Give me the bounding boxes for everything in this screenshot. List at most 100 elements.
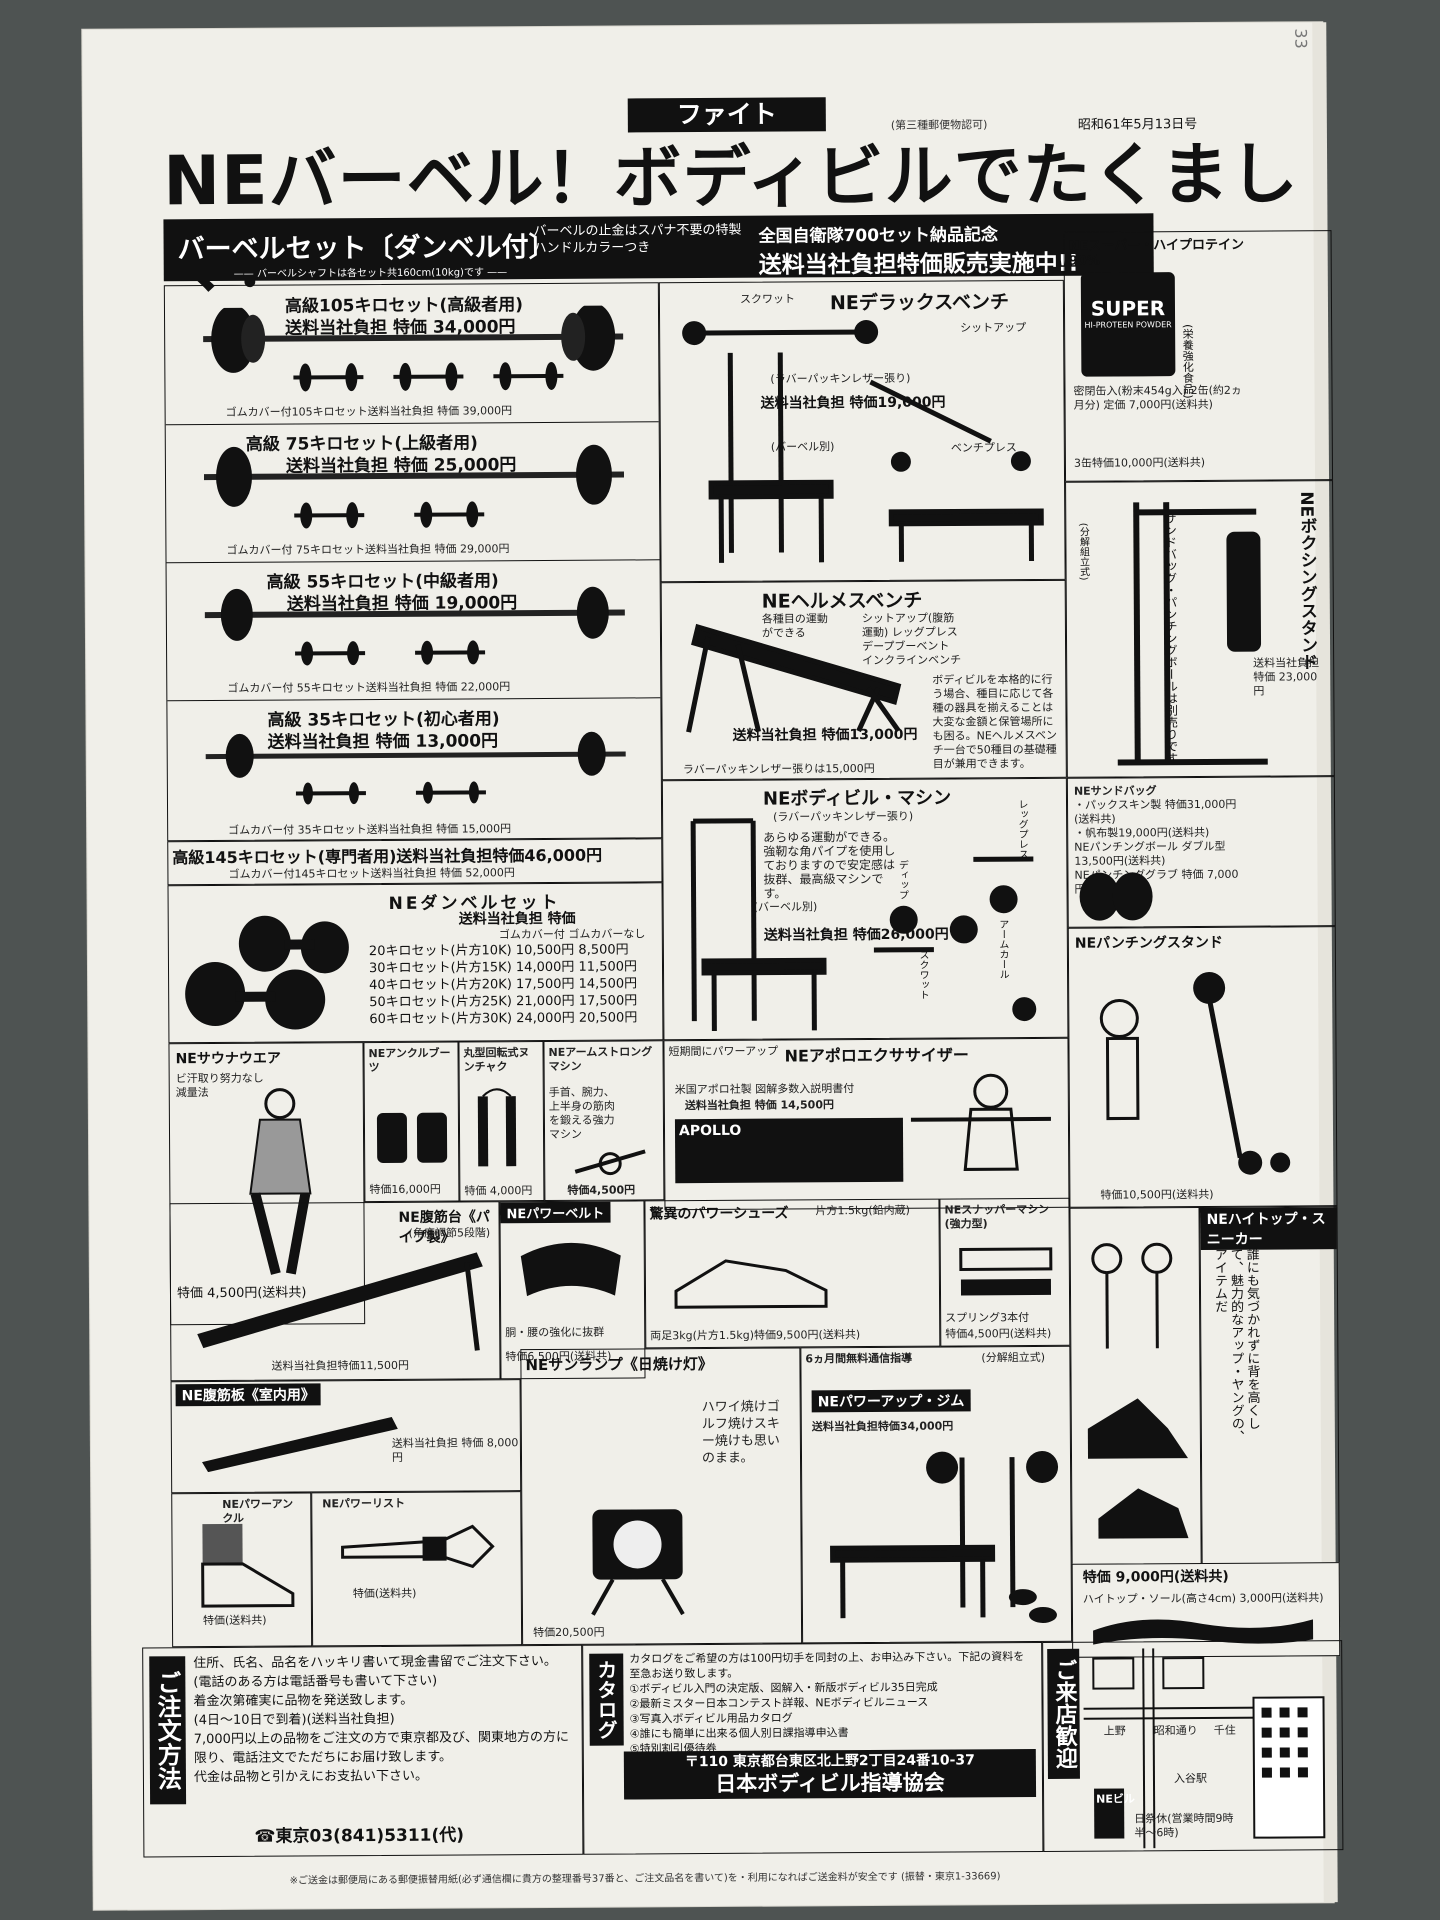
store-welcome-label: ご来店歓迎 [1047,1648,1080,1779]
order-line: 代金は品物と引かえにお支払い下さい。 [193,1768,429,1786]
hightop-price-panel: 特価 9,000円(送料共) ハイトップ・ソール(高さ4cm) 3,000円(送… [1071,1562,1341,1658]
protein-panel: NEスーパー・ハイプロテイン90% SUPER HI-PROTEEN POWDE… [1063,230,1334,482]
sandbag-item: ・帆布製19,000円(送料共) [1074,825,1210,840]
dumbbell-row: 20キロセット(片方10K) 10,500円 8,500円 [368,942,629,960]
catalog-lines: カタログをご希望の方は100円切手を同封の上、お申込み下さい。下記の資料を至急お… [629,1649,1035,1756]
sunlamp-title: NEサンランプ《日焼け灯》 [525,1354,713,1375]
nunchaku-price: 特価 4,000円 [464,1184,533,1198]
apollo-desc: 米国アポロ社製 図解多数入説明書付 [674,1082,855,1097]
ankle-boots-panel: NEアンクルブーツ 特価16,000円 [363,1041,460,1203]
power-belt-illustration [520,1242,621,1297]
armstrong-price: 特価4,500円 [567,1183,636,1197]
shoes-desc: 片方1.5kg(鉛内蔵) [815,1203,910,1218]
power-shoes-panel: 驚異のパワーシューズ 片方1.5kg(鉛内蔵) 両足3kg(片方1.5kg)特価… [644,1198,941,1349]
set145-title: 高級145キロセット(専門者用)送料当社負担特価46,000円 [172,845,603,868]
order-line: 住所、氏名、品名をハッキリ書いて現金書留でご注文下さい。 [193,1653,557,1672]
ankle-price: 特価(送料共) [202,1613,267,1628]
dumbbell-panel: NEダンベルセット 送料当社負担 特価 ゴムカバー付 ゴムカバーなし 20キロセ… [167,882,664,1044]
power-gym-price: 送料当社負担特価34,000円 [811,1419,954,1434]
shoes-price: 両足3kg(片方1.5kg)特価9,500円(送料共) [650,1328,861,1343]
snapper-panel: NEスナッパーマシン(強力型) スプリング3本付 特価4,500円(送料共) [939,1197,1071,1347]
barbell-sets-panel: 高級105キロセット(高級者用) 送料当社負担 特価 34,000円 ゴムカバー… [163,282,663,842]
barbell-set-55: 高級 55キロセット(中級者用) 送料当社負担 特価 19,000円 ゴムカバー… [166,559,661,702]
dumbbell-rows: 20キロセット(片方10K) 10,500円 8,500円 30キロセット(片方… [369,941,638,1028]
punching-title: NEパンチングスタンド [1074,934,1223,952]
campaign-line2: 送料当社負担特価販売実施中!! [758,250,1079,279]
barbell-set-145: 高級145キロセット(専門者用)送料当社負担特価46,000円 ゴムカバー付14… [167,838,663,886]
dumbbell-row: 60キロセット(片方30K) 24,000円 20,500円 [369,1010,638,1028]
armstrong-title: NEアームストロングマシン [548,1045,653,1073]
protein-price: 密閉缶入(粉末454g入) 2缶(約2ヵ月分) 定価 7,000円(送料共) [1073,383,1242,412]
punching-stand-illustration [1099,971,1291,1175]
set-rubber-price: ゴムカバー付 55キロセット送料当社負担 特価 22,000円 [227,680,511,695]
dumbbell-row: 30キロセット(片方15K) 14,000円 11,500円 [368,959,638,977]
set-rubber-price: ゴムカバー付 75キロセット送料当社負担 特価 29,000円 [226,542,510,557]
sunlamp-illustration [591,1509,685,1616]
map-label-senju: 千住 [1213,1723,1236,1737]
ab-board-panel: NE腹筋板《室内用》 送料当社負担 特価 8,000円 [170,1379,522,1494]
hightop-title: NEハイトップ・スニーカー [1200,1207,1339,1250]
ab-board-price: 送料当社負担 特価 8,000円 [391,1436,519,1464]
sandbag-item: ・パックスキン製 特価31,000円(送料共) [1073,797,1237,826]
order-line: (4日〜10日で到着)(送料当社負担) [193,1711,395,1729]
sole-illustration [1093,1619,1314,1645]
store-hours: 日祭休(営業時間9時半〜6時) [1134,1811,1234,1840]
power-gym-illustration [830,1450,1059,1623]
hightop-illustration-panel [1069,1207,1203,1658]
can-sublabel: HI-PROTEEN POWDER [1084,320,1172,330]
sneaker-illustration [1087,1242,1189,1539]
power-ankle-panel: NEパワーアンクル 特価(送料共) [171,1492,313,1648]
order-line: 7,000円以上の品物をご注文の方で東京都及び、関東地方の方に限り、電話注文でた… [193,1729,569,1767]
map-label-showa: 昭和通り [1153,1724,1198,1738]
store-map-illustration [1083,1648,1326,1849]
ab-bench-desc: (角度調節5段階) [408,1226,491,1240]
barbell-55-illustration [204,586,625,666]
punching-stand-panel: NEパンチングスタンド 特価10,500円(送料共) [1067,926,1338,1208]
belt-desc: 胴・腰の強化に抜群 [505,1325,605,1340]
ankle-illustration [201,1523,295,1608]
ab-bench-price: 送料当社負担特価11,500円 [271,1358,409,1373]
boots-title: NEアンクルブーツ [368,1046,451,1075]
association-address: 〒110 東京都台東区北上野2丁目24番10-37 [684,1752,975,1771]
sandbag-item: NEパンチングボール ダブル型13,500円(送料共) [1074,839,1226,868]
snapper-title: NEスナッパーマシン(強力型) [944,1202,1050,1231]
hightop-sole: ハイトップ・ソール(高さ4cm) 3,000円(送料共) [1082,1591,1324,1606]
map-label-ueno: 上野 [1103,1724,1126,1738]
shaft-note: —— バーベルシャフトは各セット共160cm(10kg)です —— [233,267,508,280]
sunlamp-panel: NEサンランプ《日焼け灯》 ハワイ焼けゴルフ焼けスキー焼けも思いのまま。 特価2… [520,1347,803,1646]
catalog-label: カタログ [589,1653,624,1746]
barbell-set-105: 高級105キロセット(高級者用) 送料当社負担 特価 34,000円 ゴムカバー… [164,283,659,426]
association-name: 日本ボディビル指導協会 [715,1770,945,1796]
apollo-title: NEアポロエクササイザー [784,1045,969,1066]
armstrong-desc: 手首、腕力、上半身の筋肉を鍛える強力マシン [548,1085,615,1141]
sunlamp-desc: ハワイ焼けゴルフ焼けスキー焼けも思いのまま。 [701,1399,780,1467]
postal-permit: (第三種郵便物認可) [890,118,988,132]
ab-board-illustration [202,1416,398,1473]
banner-title: バーベルセット〔ダンベル付〕 [177,231,556,266]
barbell-banner: バーベルセット〔ダンベル付〕 バーベルの止金はスパナ不要の特製ハンドルカラーつき… [163,213,1154,282]
sauna-figure-illustration [249,1088,312,1275]
order-lines: 住所、氏名、品名をハッキリ書いて現金書留でご注文下さい。 (電話のある方は電話番… [193,1652,574,1787]
barbell-35-illustration [205,731,626,805]
hermes-note: ラバーパッキンレザー張りは15,000円 [682,761,875,777]
body-machine-illustration [690,818,1037,1031]
catalog-panel: カタログ カタログをご希望の方は100円切手を同封の上、お申込み下さい。下記の資… [582,1641,1044,1855]
issue-date: 昭和61年5月13日号 [1077,116,1198,133]
power-wrist-panel: NEパワーリスト 特価(送料共) [311,1491,523,1647]
power-shoes-illustration [674,1259,828,1309]
barbell-105-illustration [203,305,624,392]
order-line: 着金次第確実に品物を発送致します。 [193,1692,414,1710]
shoes-title: 驚異のパワーシューズ [649,1205,789,1223]
punching-price: 特価10,500円(送料共) [1100,1187,1214,1202]
protein-can: SUPER HI-PROTEEN POWDER [1080,272,1176,377]
campaign-line1: 全国自衛隊700セット納品記念 [758,225,999,247]
deluxe-bench-illustration [682,320,1044,563]
hermes-body: ボディビルを本格的に行う場合、種目に応じて各種の器具を揃えることは大変な金額と保… [932,672,1058,771]
dumbbell-col-head: ゴムカバー付 ゴムカバーなし [498,927,646,942]
wrist-title: NEパワーリスト [322,1496,406,1511]
armstrong-machine-panel: NEアームストロングマシン 手首、腕力、上半身の筋肉を鍛える強力マシン 特価4,… [543,1040,665,1202]
nunchaku-illustration [477,1088,517,1167]
order-method-panel: ご注文方法 住所、氏名、品名をハッキリ書いて現金書留でご注文下さい。 (電話のあ… [142,1644,584,1858]
wrist-price: 特価(送料共) [352,1586,417,1601]
barbell-set-35: 高級 35キロセット(初心者用) 送料当社負担 特価 13,000円 ゴムカバー… [167,697,661,841]
